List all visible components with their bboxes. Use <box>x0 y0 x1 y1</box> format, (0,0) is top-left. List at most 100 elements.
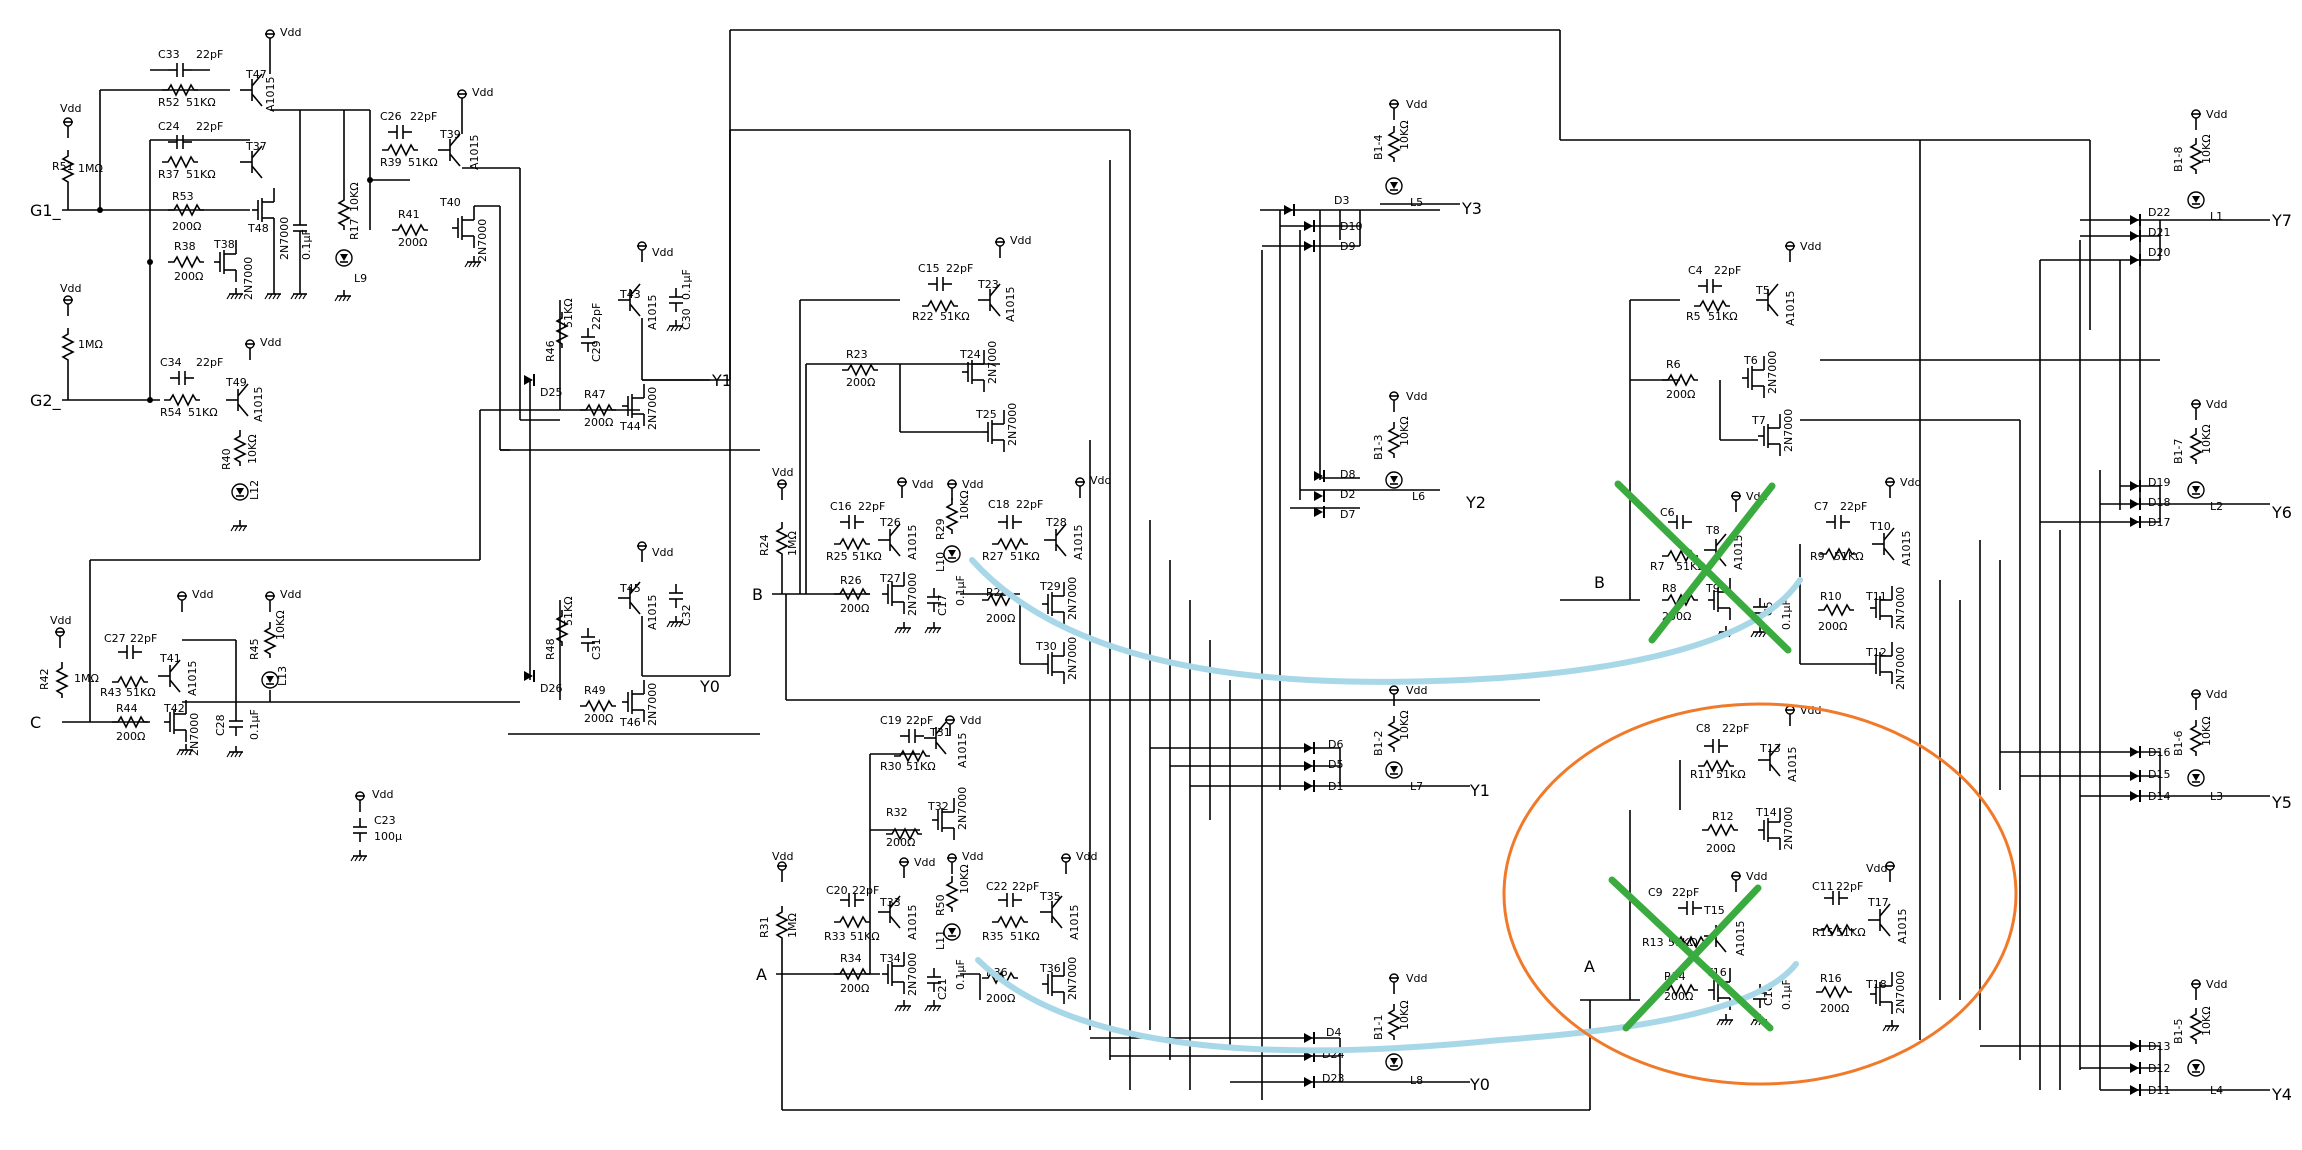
svg-text:D26: D26 <box>540 682 562 695</box>
svg-text:T45: T45 <box>619 582 641 595</box>
annotation-circle <box>1502 702 2018 1086</box>
svg-text:22pF: 22pF <box>1836 880 1863 893</box>
svg-text:A1015: A1015 <box>186 660 199 696</box>
svg-text:L4: L4 <box>2210 1084 2223 1097</box>
svg-text:T23: T23 <box>977 278 999 291</box>
svg-text:51KΩ: 51KΩ <box>1708 310 1738 323</box>
svg-text:D10: D10 <box>1340 220 1362 233</box>
svg-text:22pF: 22pF <box>906 714 933 727</box>
output-y0-a: Y0 <box>699 677 720 696</box>
svg-text:100μ: 100μ <box>374 830 402 843</box>
svg-text:C19: C19 <box>880 714 902 727</box>
svg-text:Vdd: Vdd <box>2206 108 2228 121</box>
svg-text:C32: C32 <box>680 604 693 626</box>
svg-text:T35: T35 <box>1039 890 1061 903</box>
svg-text:2N7000: 2N7000 <box>278 217 291 260</box>
svg-text:Vdd: Vdd <box>1076 850 1098 863</box>
svg-text:T28: T28 <box>1045 516 1067 529</box>
svg-text:10KΩ: 10KΩ <box>246 434 259 464</box>
svg-text:D23: D23 <box>1322 1072 1344 1085</box>
svg-text:Vdd: Vdd <box>280 588 302 601</box>
svg-text:22pF: 22pF <box>852 884 879 897</box>
svg-text:Vdd: Vdd <box>772 850 794 863</box>
svg-text:200Ω: 200Ω <box>116 730 145 743</box>
svg-text:A1015: A1015 <box>906 524 919 560</box>
svg-text:C22: C22 <box>986 880 1008 893</box>
svg-text:51KΩ: 51KΩ <box>940 310 970 323</box>
svg-text:R47: R47 <box>584 388 606 401</box>
output-y5: Y5 <box>2271 793 2292 812</box>
svg-text:C28: C28 <box>214 714 227 736</box>
svg-text:L13: L13 <box>276 666 289 686</box>
output-y3-a: Y3 <box>1461 199 1482 218</box>
svg-text:Vdd: Vdd <box>60 282 82 295</box>
svg-text:R8: R8 <box>1662 582 1677 595</box>
svg-text:D8: D8 <box>1340 468 1355 481</box>
svg-text:10KΩ: 10KΩ <box>274 610 287 640</box>
svg-text:T17: T17 <box>1867 896 1889 909</box>
center-bus <box>1089 130 1341 1100</box>
svg-text:Vdd: Vdd <box>260 336 282 349</box>
svg-text:L7: L7 <box>1410 780 1423 793</box>
svg-text:2N7000: 2N7000 <box>188 713 201 756</box>
svg-text:R51: R51 <box>52 160 74 173</box>
svg-text:R34: R34 <box>840 952 862 965</box>
svg-text:R9: R9 <box>1810 550 1825 563</box>
svg-text:1MΩ: 1MΩ <box>786 913 799 938</box>
svg-text:C20: C20 <box>826 884 848 897</box>
svg-text:T11: T11 <box>1865 590 1887 603</box>
svg-text:T48: T48 <box>247 222 269 235</box>
svg-text:T39: T39 <box>439 128 461 141</box>
right-bus <box>1800 140 2160 1090</box>
svg-text:R27: R27 <box>982 550 1004 563</box>
svg-text:B1-1: B1-1 <box>1372 1014 1385 1040</box>
svg-text:R40: R40 <box>220 448 233 470</box>
svg-text:200Ω: 200Ω <box>840 982 869 995</box>
svg-text:A1015: A1015 <box>252 386 265 422</box>
svg-text:22pF: 22pF <box>1672 886 1699 899</box>
svg-text:T13: T13 <box>1759 742 1781 755</box>
svg-text:2N7000: 2N7000 <box>906 953 919 996</box>
svg-text:22pF: 22pF <box>858 500 885 513</box>
svg-text:10KΩ: 10KΩ <box>348 182 361 212</box>
svg-text:2N7000: 2N7000 <box>1894 971 1907 1014</box>
input-b-label: B <box>752 585 763 604</box>
svg-text:D22: D22 <box>2148 206 2170 219</box>
annotation-cross-lower <box>1608 876 1774 1032</box>
svg-text:C17: C17 <box>936 594 949 616</box>
svg-text:1MΩ: 1MΩ <box>74 672 99 685</box>
svg-text:C16: C16 <box>830 500 852 513</box>
svg-text:A1015: A1015 <box>1072 524 1085 560</box>
svg-text:200Ω: 200Ω <box>584 416 613 429</box>
svg-text:22pF: 22pF <box>1016 498 1043 511</box>
svg-text:Vdd: Vdd <box>472 86 494 99</box>
svg-text:R41: R41 <box>398 208 420 221</box>
svg-text:2N7000: 2N7000 <box>1006 403 1019 446</box>
section-b-decoder: B Vdd R24 1MΩ C15 22pF R22 51KΩ T23 A101… <box>752 234 1540 701</box>
svg-text:L11: L11 <box>934 930 947 950</box>
svg-text:1MΩ: 1MΩ <box>78 162 103 175</box>
svg-text:R11: R11 <box>1690 768 1712 781</box>
svg-text:T12: T12 <box>1865 646 1887 659</box>
svg-text:Vdd: Vdd <box>50 614 72 627</box>
svg-text:L8: L8 <box>1410 1074 1423 1087</box>
svg-text:51KΩ: 51KΩ <box>562 596 575 626</box>
svg-text:L12: L12 <box>248 480 261 500</box>
svg-text:51KΩ: 51KΩ <box>186 96 216 109</box>
svg-text:A1015: A1015 <box>1068 904 1081 940</box>
svg-text:R31: R31 <box>758 916 771 938</box>
svg-text:C15: C15 <box>918 262 940 275</box>
svg-text:R23: R23 <box>846 348 868 361</box>
svg-text:D3: D3 <box>1334 194 1349 207</box>
input-g2-label: G2_ <box>30 391 62 411</box>
svg-text:C6: C6 <box>1660 506 1675 519</box>
svg-text:Vdd: Vdd <box>2206 688 2228 701</box>
svg-text:22pF: 22pF <box>1012 880 1039 893</box>
svg-text:C26: C26 <box>380 110 402 123</box>
svg-text:L3: L3 <box>2210 790 2223 803</box>
svg-text:R42: R42 <box>38 668 51 690</box>
svg-text:C11: C11 <box>1812 880 1834 893</box>
svg-text:T37: T37 <box>245 140 267 153</box>
svg-text:2N7000: 2N7000 <box>956 787 969 830</box>
